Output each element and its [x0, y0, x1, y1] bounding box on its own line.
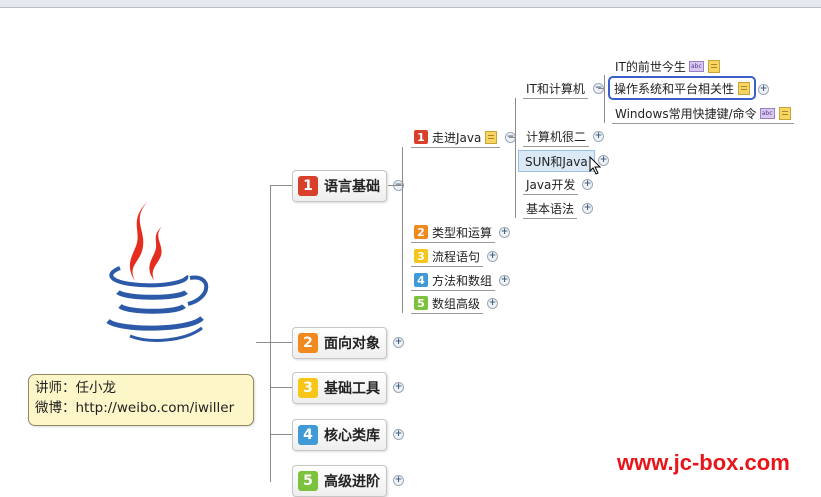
node-label: IT和计算机 — [526, 81, 585, 96]
weibo-line: 微博：http://weibo.com/iwiller — [35, 400, 235, 416]
number-badge: 4 — [414, 273, 428, 287]
note-icon[interactable] — [707, 59, 720, 73]
node-label: 数组高级 — [432, 296, 481, 311]
lecturer-info-box: 讲师：任小龙 微博：http://weibo.com/iwiller — [28, 374, 254, 426]
node-label: 计算机很二 — [526, 129, 587, 144]
sub-node-1[interactable]: 1 走进Java — [411, 127, 501, 148]
number-badge: 3 — [414, 249, 428, 263]
mouse-cursor-icon — [589, 156, 602, 175]
lecturer-line: 讲师：任小龙 — [35, 380, 116, 396]
expand-icon[interactable]: + — [593, 131, 604, 142]
expand-icon[interactable]: + — [758, 84, 769, 95]
node-label: 基本语法 — [526, 201, 575, 216]
node-label: 走进Java — [432, 130, 482, 145]
node-label: 面向对象 — [324, 336, 380, 352]
node-label: 操作系统和平台相关性 — [614, 81, 735, 96]
topic-it-history[interactable]: IT的前世今生 abc — [612, 56, 723, 77]
expand-icon[interactable]: + — [393, 337, 404, 348]
topic-basic-syntax[interactable]: 基本语法 — [523, 198, 578, 219]
topic-java-dev[interactable]: Java开发 — [523, 174, 579, 195]
expand-icon[interactable]: + — [582, 179, 593, 190]
expand-icon[interactable]: + — [487, 298, 498, 309]
main-node-4[interactable]: 4 核心类库 — [292, 419, 387, 451]
abc-icon[interactable]: abc — [759, 107, 775, 119]
node-label: 语言基础 — [324, 179, 380, 195]
expand-icon[interactable]: + — [598, 155, 609, 166]
number-badge: 1 — [414, 130, 428, 144]
topic-os-platform[interactable]: 操作系统和平台相关性 — [608, 76, 757, 100]
node-label: Windows常用快捷键/命令 — [615, 106, 757, 121]
topic-windows-shortcuts[interactable]: Windows常用快捷键/命令 abc — [612, 103, 794, 124]
main-node-3[interactable]: 3 基础工具 — [292, 372, 387, 404]
main-node-1[interactable]: 1 语言基础 — [292, 170, 387, 202]
abc-icon[interactable]: abc — [688, 60, 704, 72]
expand-icon[interactable]: + — [582, 203, 593, 214]
number-badge: 4 — [298, 425, 318, 445]
sub-node-3[interactable]: 3 流程语句 — [411, 246, 484, 267]
expand-icon[interactable]: + — [499, 275, 510, 286]
sub-node-4[interactable]: 4 方法和数组 — [411, 270, 496, 291]
number-badge: 1 — [298, 176, 318, 196]
number-badge: 2 — [414, 225, 428, 239]
expand-icon[interactable]: + — [393, 382, 404, 393]
number-badge: 2 — [298, 333, 318, 353]
node-label: 类型和运算 — [432, 225, 493, 240]
expand-icon[interactable]: + — [487, 251, 498, 262]
number-badge: 5 — [414, 296, 428, 310]
main-node-2[interactable]: 2 面向对象 — [292, 327, 387, 359]
number-badge: 5 — [298, 471, 318, 491]
sub-node-2[interactable]: 2 类型和运算 — [411, 222, 496, 243]
note-icon[interactable] — [485, 130, 498, 144]
node-label: 方法和数组 — [432, 273, 493, 288]
node-label: 高级进阶 — [324, 474, 380, 490]
sub-node-5[interactable]: 5 数组高级 — [411, 293, 484, 314]
main-node-5[interactable]: 5 高级进阶 — [292, 465, 387, 497]
node-label: Java开发 — [526, 177, 576, 192]
expand-icon[interactable]: + — [393, 429, 404, 440]
expand-icon[interactable]: + — [393, 475, 404, 486]
expand-icon[interactable]: + — [499, 227, 510, 238]
node-label: 流程语句 — [432, 249, 481, 264]
node-label: SUN和Java — [525, 154, 588, 169]
topic-sun-and-java[interactable]: SUN和Java — [518, 150, 595, 172]
topic-computer-2[interactable]: 计算机很二 — [523, 126, 590, 147]
node-label: 核心类库 — [324, 428, 380, 444]
note-icon[interactable] — [778, 106, 791, 120]
note-icon[interactable] — [738, 81, 751, 95]
java-logo-icon — [106, 201, 209, 342]
topic-it-and-computer[interactable]: IT和计算机 — [523, 78, 588, 99]
watermark-text: www.jc-box.com — [617, 450, 790, 475]
node-label: 基础工具 — [324, 381, 380, 397]
node-label: IT的前世今生 — [615, 59, 686, 74]
number-badge: 3 — [298, 378, 318, 398]
window-top-bar — [0, 0, 821, 8]
